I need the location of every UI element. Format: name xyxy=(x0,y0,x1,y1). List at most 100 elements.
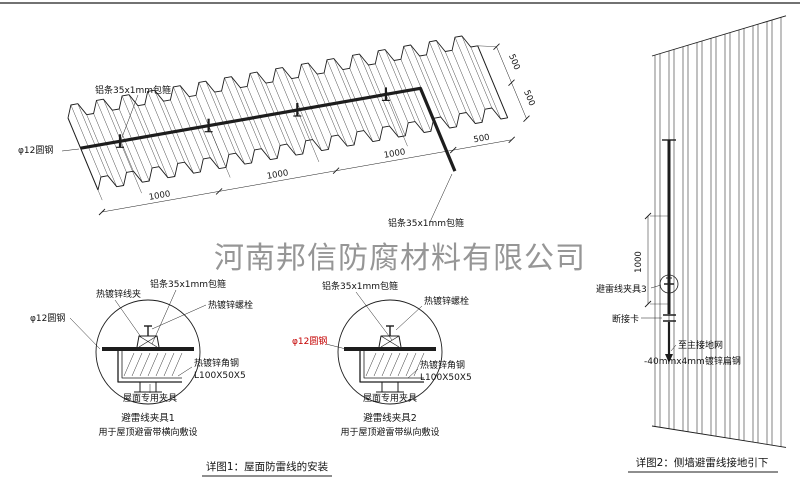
roof-ridge-line xyxy=(112,110,143,183)
wall-elevation-view xyxy=(644,15,787,448)
dimension-line xyxy=(101,139,512,213)
roof-ridge-line xyxy=(410,44,441,118)
roof-ridge-line xyxy=(445,51,476,124)
hatch-line xyxy=(365,352,377,377)
d2-rod-label: φ12圆钢 xyxy=(292,335,327,347)
d1-angle-label-2: L100X50X5 xyxy=(194,371,246,381)
wall-disconnect-label: 断接卡 xyxy=(612,313,639,325)
clamp3-detail-circle xyxy=(659,274,679,294)
roof-ridge-line xyxy=(265,83,297,156)
leader-line xyxy=(355,291,393,341)
ground-arrow xyxy=(665,354,673,363)
hatch-line xyxy=(131,352,143,377)
roof-ridge-line xyxy=(275,68,306,141)
d1-rod-label: φ12圆钢 xyxy=(30,312,65,324)
roof-ridge-line xyxy=(163,101,194,174)
leader-line xyxy=(395,305,423,331)
roof-ridge-line xyxy=(317,74,348,147)
roof-ridge-line xyxy=(298,77,329,150)
dim-tick xyxy=(449,146,457,154)
leader-line xyxy=(114,299,142,338)
roof-ridge-line xyxy=(119,108,150,182)
leader-lines xyxy=(61,94,677,393)
roof-ridge-line xyxy=(86,114,117,187)
extension-line xyxy=(80,148,103,201)
d1-title: 避雷线夹具1 xyxy=(121,412,175,424)
roof-ridge-line xyxy=(301,64,332,137)
leader-line xyxy=(151,304,207,330)
roof-ridge-line xyxy=(224,77,255,150)
roof-strip-bottom-label: 铝条35x1mm包箍 xyxy=(388,217,464,229)
d2-title: 避雷线夹具2 xyxy=(363,412,417,424)
extension-line xyxy=(208,125,231,178)
clamp-cross xyxy=(138,335,158,348)
roof-ridge-line xyxy=(349,68,380,141)
roof-ridge-line xyxy=(96,100,127,173)
hatch-line xyxy=(163,352,175,377)
dim-tick xyxy=(332,167,340,175)
roof-ridge-line xyxy=(384,49,416,122)
frame-lines xyxy=(0,2,800,477)
roof-right-edge xyxy=(477,45,509,118)
lightning-wire xyxy=(80,86,457,172)
wall-dim-label: 1000 xyxy=(634,251,644,273)
roof-ridge-line xyxy=(419,55,450,129)
d2-subtitle: 用于屋顶避雷带纵向敷设 xyxy=(340,426,439,438)
hatch-line xyxy=(147,352,159,377)
roof-ridge-line xyxy=(170,99,201,172)
roof-ridge-line xyxy=(247,86,278,159)
roof-ridge-line xyxy=(359,54,390,127)
roof-ridge-line xyxy=(198,82,230,155)
roof-ridge-line xyxy=(128,94,160,167)
caption-detail-1: 详图1：屋面防雷线的安装 xyxy=(206,460,329,473)
leader-line xyxy=(61,148,80,152)
dim-tick xyxy=(215,188,223,195)
hatch-line xyxy=(397,352,409,377)
hatch-line xyxy=(155,352,167,377)
roof-ridge-line xyxy=(180,85,211,158)
roof-ridge-line xyxy=(308,63,339,136)
leader-line xyxy=(120,94,139,141)
roof-ridge-line xyxy=(221,90,252,163)
wall-clamp3-label: 避雷线夹具3 xyxy=(596,283,647,295)
roof-ridge-line xyxy=(256,72,288,145)
roof-ridge-line xyxy=(121,95,153,168)
extension-line xyxy=(477,45,497,47)
leader-line xyxy=(407,368,419,379)
watermark: 河南邦信防腐材料有限公司 xyxy=(214,241,586,276)
leader-line xyxy=(325,343,347,350)
leader-line xyxy=(177,366,193,377)
roof-ridge-line xyxy=(231,76,262,149)
roof-ridge-line xyxy=(70,104,102,178)
extension-line xyxy=(385,94,408,147)
roof-ridge-line xyxy=(470,46,501,120)
roof-ridge-line xyxy=(291,78,322,151)
hatch-line xyxy=(139,352,151,377)
dim-tick xyxy=(98,208,106,216)
dim-tick xyxy=(523,115,530,123)
roof-ridge-line xyxy=(454,37,486,110)
roof-ridge-line xyxy=(93,113,124,186)
extension-line xyxy=(119,141,142,194)
angle-steel xyxy=(359,351,424,383)
leader-line xyxy=(429,173,453,223)
d1-angle-label-1: 热镀锌角钢 xyxy=(194,357,239,369)
roof-ridge-line xyxy=(333,58,365,131)
leader-line xyxy=(69,317,101,350)
dim-bottom-1: 1000 xyxy=(148,189,171,203)
hatch-line xyxy=(373,352,385,377)
caption-detail-2: 详图2：侧墙避雷线接地引下 xyxy=(636,456,769,469)
detail-circle-1 xyxy=(95,299,201,405)
roof-ridge-line xyxy=(154,90,185,163)
wall-to-ground-label: 至主接地网 xyxy=(678,339,723,351)
roof-ridge-line xyxy=(137,105,169,178)
roof-ridge-line xyxy=(429,41,460,114)
d1-strip-label: 铝条35x1mm包箍 xyxy=(150,278,226,290)
roof-ridge-line xyxy=(103,99,134,172)
angle-steel xyxy=(117,351,182,383)
hatch-line xyxy=(413,352,425,377)
dim-tick xyxy=(508,79,515,87)
roof-strip-top-label: 铝条35x1mm包箍 xyxy=(95,84,171,96)
roof-ridge-line xyxy=(77,103,108,176)
dim-right-1: 500 xyxy=(506,53,522,72)
